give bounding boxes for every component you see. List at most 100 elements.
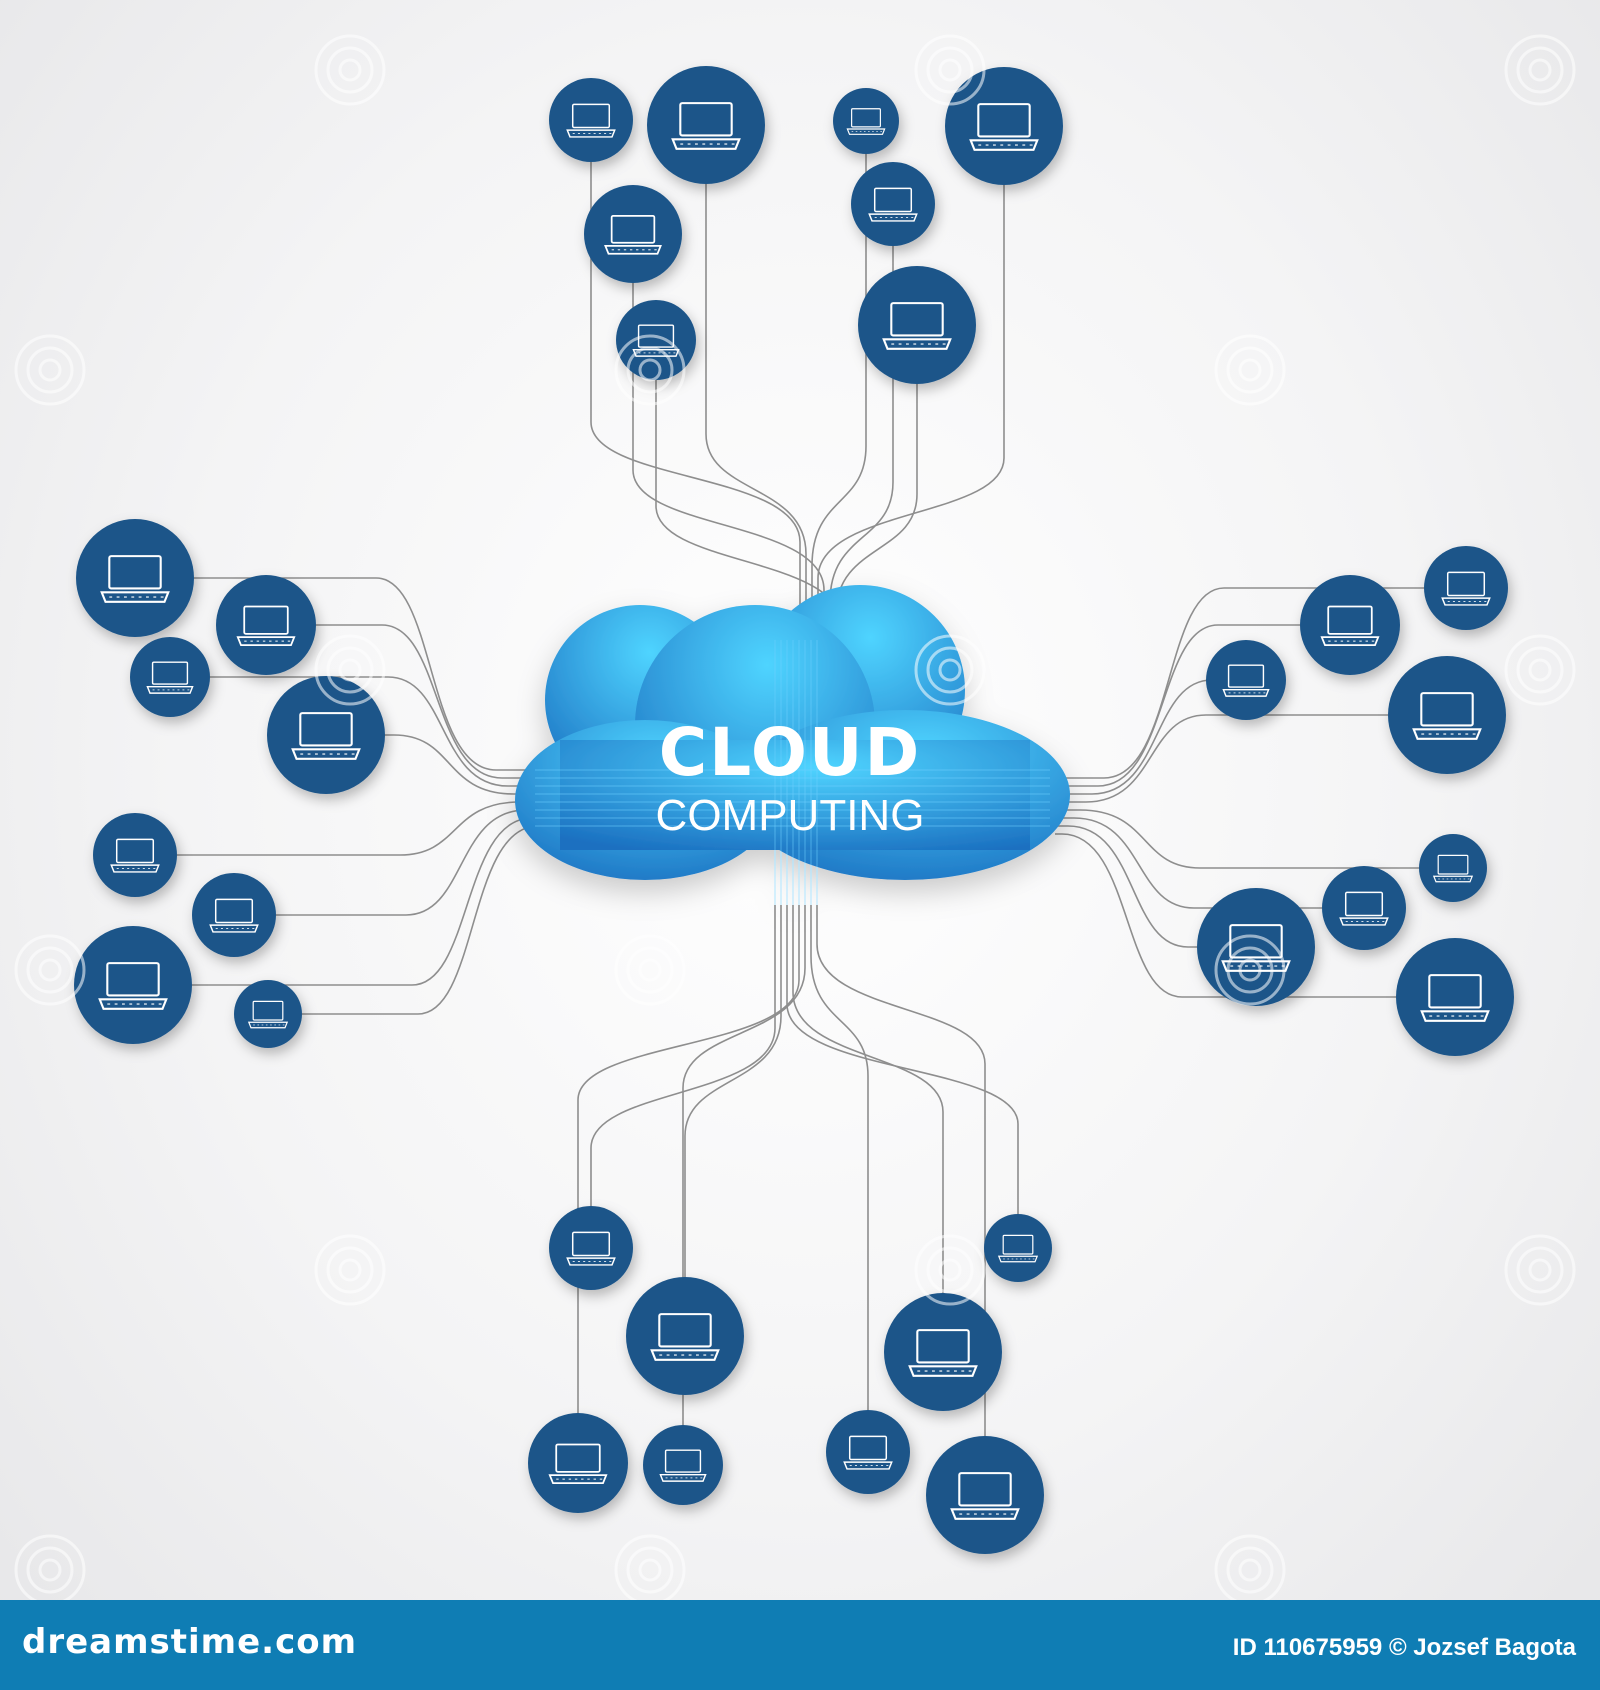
connection-wire: [1055, 714, 1388, 803]
connection-wires: [177, 154, 1424, 1436]
connection-wire: [194, 577, 530, 771]
watermark-spiral: [14, 1534, 86, 1600]
laptop-node: [1206, 640, 1286, 720]
laptop-node: [626, 1277, 744, 1395]
cloud-circuit-traces: [535, 640, 1050, 905]
laptop-node: [528, 1413, 628, 1513]
laptop-icon: [650, 1313, 720, 1361]
laptop-icon: [566, 1231, 616, 1266]
laptop-node: [1300, 575, 1400, 675]
laptop-node: [884, 1293, 1002, 1411]
connection-wire: [792, 905, 944, 1293]
connection-wire: [276, 809, 530, 916]
laptop-icon: [1441, 571, 1491, 606]
laptop-icon: [110, 838, 160, 873]
connection-wire: [816, 905, 986, 1436]
laptop-node: [93, 813, 177, 897]
laptop-icon: [1412, 692, 1482, 740]
connection-wire: [177, 801, 530, 856]
laptop-node: [1419, 834, 1487, 902]
laptop-node: [851, 162, 935, 246]
cloud-computing-diagram: CLOUD COMPUTING: [14, 34, 1576, 1600]
watermark-spiral: [614, 934, 686, 1006]
laptop-node: [267, 676, 385, 794]
laptop-icon: [843, 1435, 893, 1470]
laptop-node: [1388, 656, 1506, 774]
laptop-icon: [1339, 891, 1389, 926]
laptop-node: [833, 88, 899, 154]
laptop-node: [234, 980, 302, 1048]
connection-wire: [705, 184, 807, 640]
connection-wire: [632, 283, 825, 640]
laptop-node: [643, 1425, 723, 1505]
laptop-node: [647, 66, 765, 184]
watermark-spiral: [614, 334, 686, 406]
laptop-icon: [846, 108, 886, 135]
connection-wire: [210, 676, 530, 787]
watermark-spiral: [1214, 934, 1286, 1006]
connection-wire: [590, 162, 801, 640]
connection-wire: [385, 734, 530, 795]
watermark-spiral: [914, 634, 986, 706]
laptop-node: [192, 873, 276, 957]
laptop-icon: [100, 555, 170, 603]
laptop-icon: [236, 605, 296, 647]
laptop-icon: [882, 302, 952, 350]
watermark-spiral: [1214, 334, 1286, 406]
laptop-node: [584, 185, 682, 283]
watermark-spiral: [14, 934, 86, 1006]
laptop-icon: [868, 187, 918, 222]
watermark-spiral: [314, 34, 386, 106]
laptop-icon: [604, 214, 662, 255]
laptop-icon: [1420, 974, 1490, 1022]
laptop-node: [1197, 888, 1315, 1006]
watermarks: [14, 34, 1576, 1600]
watermark-spiral: [914, 1234, 986, 1306]
connection-wire: [817, 185, 1005, 640]
laptop-icon: [566, 103, 616, 138]
laptop-icon: [548, 1443, 608, 1485]
laptop-icon: [209, 898, 259, 933]
connection-wire: [1055, 587, 1424, 779]
laptop-node: [549, 1206, 633, 1290]
laptop-node: [130, 637, 210, 717]
connection-wire: [1055, 679, 1213, 795]
watermark-spiral: [314, 1234, 386, 1306]
laptop-icon: [671, 102, 741, 150]
watermark-spiral: [1504, 634, 1576, 706]
connection-wire: [811, 154, 867, 640]
watermark-spiral: [14, 334, 86, 406]
watermark-spiral: [1504, 1234, 1576, 1306]
laptop-node: [826, 1410, 910, 1494]
connection-wire: [1055, 809, 1419, 869]
laptop-icon: [146, 661, 194, 694]
laptop-node: [858, 266, 976, 384]
laptop-icon: [908, 1329, 978, 1377]
footer-site: dreamstime.com: [22, 1622, 358, 1662]
laptop-icon: [969, 103, 1039, 151]
laptop-icon: [950, 1472, 1020, 1520]
watermark-spiral: [914, 34, 986, 106]
laptop-nodes: [74, 66, 1514, 1554]
laptop-node: [616, 300, 696, 380]
laptop-node: [1322, 866, 1406, 950]
connection-wire: [1055, 817, 1322, 909]
laptop-icon: [997, 1234, 1039, 1263]
connection-wire: [1055, 825, 1197, 948]
connection-wire: [302, 825, 539, 1015]
laptop-icon: [247, 1000, 289, 1029]
cloud-shape: [515, 585, 1070, 905]
watermark-spiral: [314, 634, 386, 706]
connection-wire: [1055, 833, 1396, 998]
connection-wire: [682, 905, 806, 1425]
connection-wire: [786, 905, 1019, 1214]
laptop-icon: [1320, 605, 1380, 647]
laptop-node: [926, 1436, 1044, 1554]
laptop-node: [216, 575, 316, 675]
laptop-node: [945, 67, 1063, 185]
cloud-title: CLOUD: [659, 714, 922, 791]
laptop-icon: [98, 962, 168, 1010]
connection-wire: [684, 905, 782, 1277]
laptop-node: [1396, 938, 1514, 1056]
connection-wire: [829, 246, 894, 640]
